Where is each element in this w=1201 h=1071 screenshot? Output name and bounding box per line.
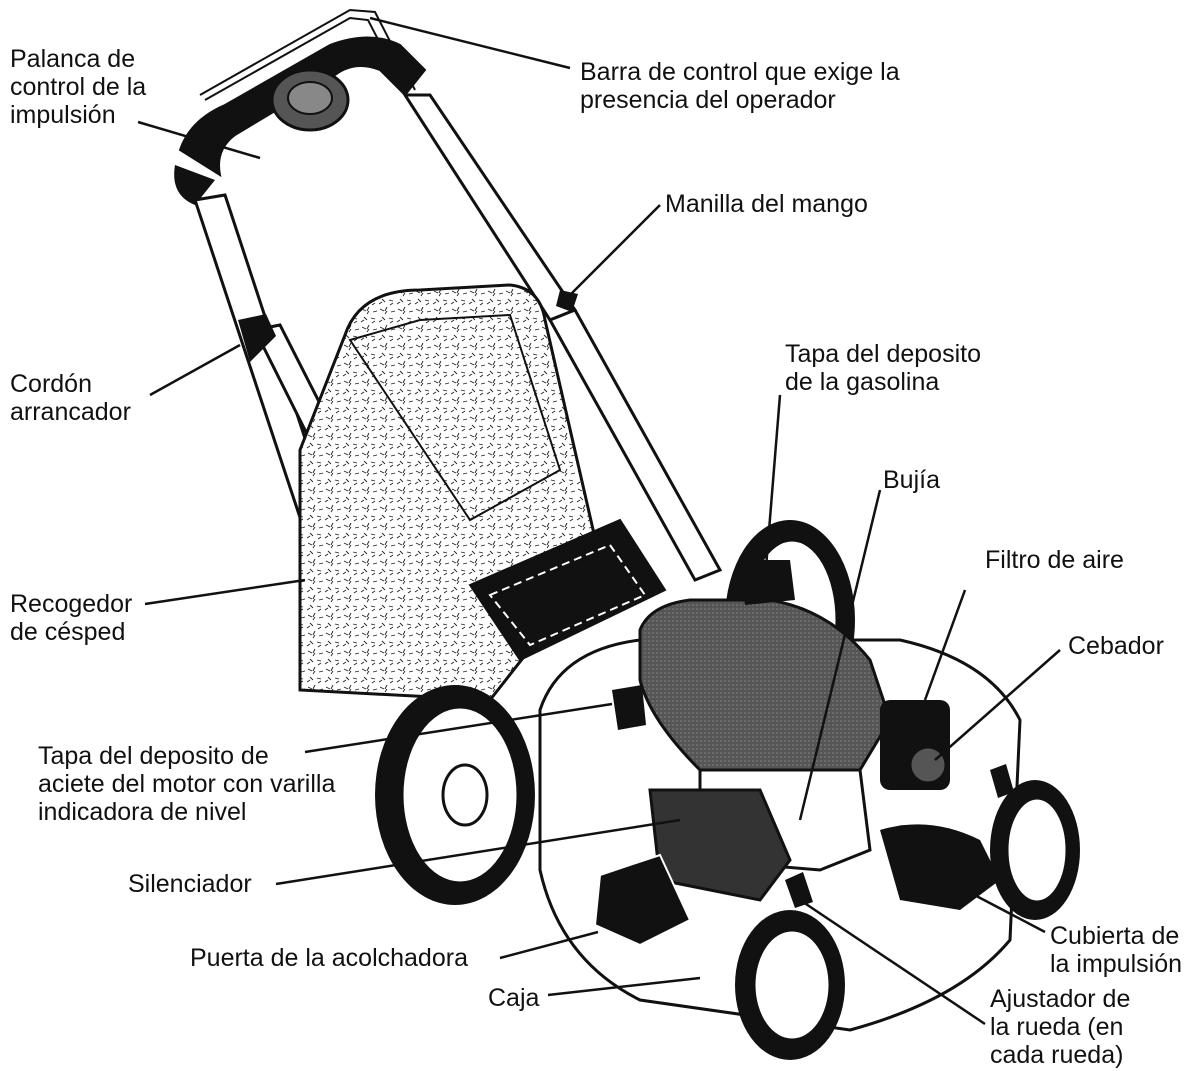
upper-handle xyxy=(174,36,427,205)
leader-lines xyxy=(137,16,1061,1026)
label-oil-cap: Tapa del deposito de aciete del motor co… xyxy=(38,742,336,826)
catcher-frame xyxy=(468,518,667,662)
label-operator-bar: Barra de control que exige la presencia … xyxy=(580,58,900,114)
label-drive-lever: Palanca de control de la impulsión xyxy=(10,45,147,129)
label-drive-cover: Cubierta de la impulsión xyxy=(1050,922,1183,978)
drive-cover xyxy=(880,824,1000,910)
label-muffler: Silenciador xyxy=(128,870,252,898)
label-grass-catcher: Recogedor de césped xyxy=(10,590,133,646)
starter-cord-handle xyxy=(238,314,276,362)
oil-cap xyxy=(612,685,646,730)
wheel-adjuster xyxy=(785,872,813,908)
front-right-wheel xyxy=(990,780,1080,920)
label-wheel-adjuster: Ajustador de la rueda (en cada rueda) xyxy=(990,985,1131,1069)
wheel-adjuster-rear xyxy=(990,764,1014,798)
label-handle-knob: Manilla del mango xyxy=(665,190,868,218)
label-primer: Cebador xyxy=(1068,632,1164,660)
label-air-filter: Filtro de aire xyxy=(985,546,1124,574)
label-deck: Caja xyxy=(488,984,540,1012)
handle-knob xyxy=(556,290,578,312)
label-spark-plug: Bujía xyxy=(883,466,940,494)
primer-bulb xyxy=(908,745,948,785)
mulch-door xyxy=(593,853,692,947)
front-left-wheel xyxy=(735,910,845,1060)
fuel-cap xyxy=(740,560,795,605)
label-starter-cord: Cordón arrancador xyxy=(10,370,131,426)
rear-left-wheel xyxy=(375,685,535,905)
label-fuel-cap: Tapa del deposito de la gasolina xyxy=(785,340,981,396)
label-mulch-door: Puerta de la acolchadora xyxy=(190,944,468,972)
